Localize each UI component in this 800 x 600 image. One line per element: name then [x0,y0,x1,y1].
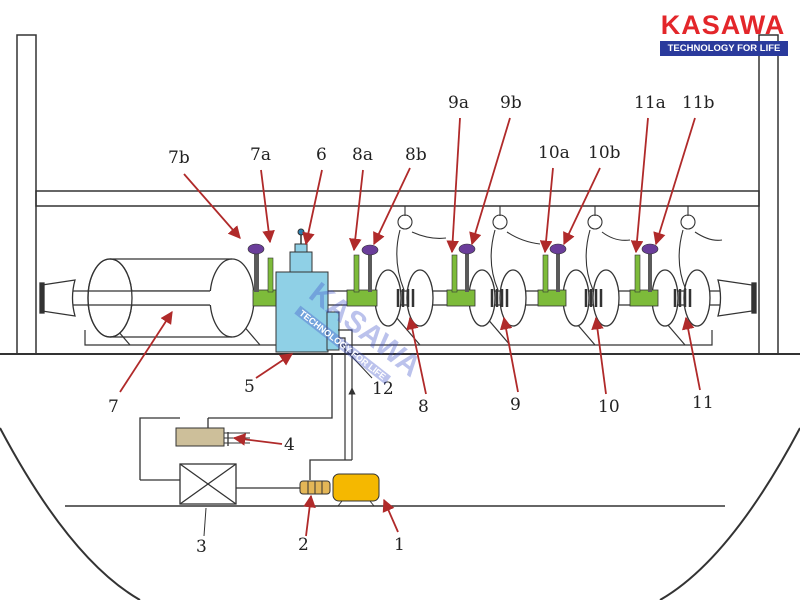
lever-knob-6 [297,228,305,236]
label-8b: 8b [405,145,427,165]
shaft-ends [39,279,757,317]
controller-5 [275,228,340,353]
brakes [247,243,659,307]
hull [0,353,800,600]
drum-8 [374,269,434,327]
label-8a: 8a [352,145,373,165]
labels: 7b 7a 6 8a 8b 9a 9b 10a 10b 11a 11b 7 5 … [108,93,715,557]
filter-4 [175,427,250,447]
label-9a: 9a [448,93,469,113]
label-12: 12 [372,379,394,399]
arrow-7 [119,310,173,393]
label-9: 9 [510,395,521,415]
arrow-10a [539,167,554,254]
frame [16,34,779,355]
label-7: 7 [108,397,119,417]
brake-8 [346,244,379,307]
label-11: 11 [692,393,714,413]
arrow-6 [302,169,323,246]
arrow-9a [446,117,461,254]
hull-right-side [659,427,800,600]
arrow-1 [382,498,399,533]
label-9b: 9b [500,93,522,113]
drum-10 [562,269,620,327]
label-4: 4 [284,435,295,455]
right-post [758,34,779,355]
label-8: 8 [418,397,429,417]
hydraulic-lines [139,354,352,489]
label-10a: 10a [538,143,570,163]
arrow-8a [349,169,364,252]
arrow-9 [499,316,519,393]
top-rail [35,190,760,207]
arrow-7b [183,173,241,239]
left-post [16,34,37,355]
label-1: 1 [394,535,405,555]
label-10b: 10b [588,143,621,163]
label-7a: 7a [250,145,271,165]
brake-10 [537,243,567,307]
drum-9 [468,269,527,327]
logo-tagline: TECHNOLOGY FOR LIFE [660,41,788,56]
label-11a: 11a [634,93,666,113]
arrow-11a [630,117,649,254]
cables [396,206,723,291]
main-drum-7 [87,258,255,338]
hull-left-side [0,427,141,600]
leader-3 [203,507,207,537]
logo-brand: KASAWA [660,10,786,40]
drum-11 [651,269,711,327]
arrow-5 [255,353,294,379]
leader-arrows [119,117,701,537]
arrow-10 [591,316,607,395]
arrow-7a [260,169,275,244]
leader-lines [203,345,373,537]
label-6: 6 [316,145,327,165]
label-11b: 11b [682,93,715,113]
label-3: 3 [196,537,207,557]
motor-1 [332,473,380,507]
arrow-8b [373,167,411,246]
arrow-11b [653,117,696,246]
leader-12 [341,345,373,379]
arrow-11 [681,316,701,391]
pipe-12 [338,329,356,460]
brake-11 [629,243,659,307]
label-2: 2 [298,535,309,555]
brake-9 [446,243,476,307]
pump-2 [299,480,331,495]
arrow-2 [303,494,316,537]
arrow-9b [469,117,511,246]
label-10: 10 [598,397,620,417]
arrow-10b [563,167,601,246]
label-7b: 7b [168,148,190,168]
arrow-4 [232,433,283,446]
arrow-8 [406,316,427,395]
brake-7 [247,243,280,307]
tank-3 [179,463,237,505]
label-5: 5 [244,377,255,397]
